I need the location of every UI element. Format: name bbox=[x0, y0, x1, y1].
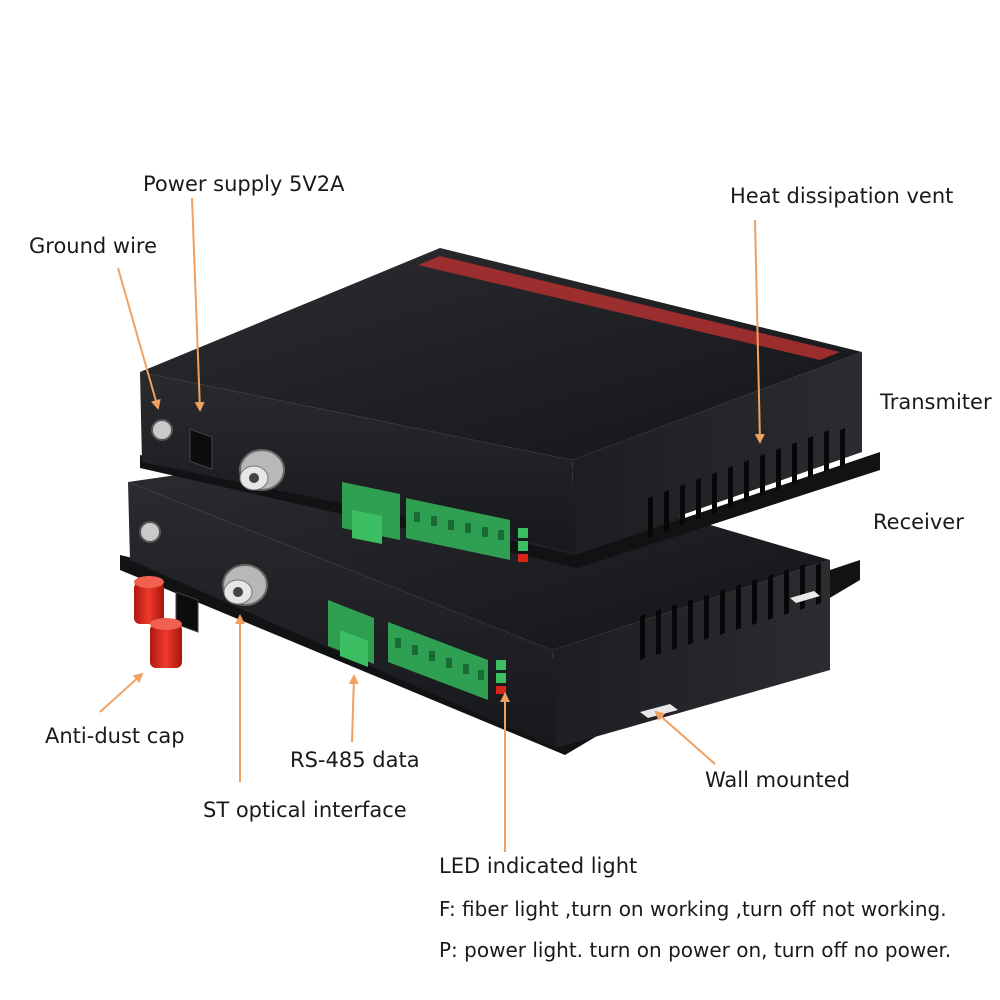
arrow-rs485 bbox=[348, 674, 359, 743]
transmitter-top-face bbox=[140, 248, 862, 460]
transmitter-top-stripe bbox=[418, 256, 840, 360]
transmitter-vent-slots bbox=[648, 428, 845, 538]
transmitter-power-jack bbox=[189, 428, 213, 470]
receiver-rs485-terminals bbox=[328, 600, 488, 700]
label-heat-vent: Heat dissipation vent bbox=[730, 184, 954, 208]
label-anti-dust-cap: Anti-dust cap bbox=[45, 724, 185, 748]
dust-cap-1 bbox=[134, 576, 164, 624]
arrow-ground-wire bbox=[117, 267, 161, 410]
label-st-optical: ST optical interface bbox=[203, 798, 407, 822]
transmitter-ground-screw bbox=[151, 419, 173, 441]
transmitter-st-connector bbox=[239, 449, 285, 491]
label-receiver: Receiver bbox=[873, 510, 964, 534]
label-transmitter: Transmiter bbox=[880, 390, 992, 414]
dust-cap-2 bbox=[150, 618, 182, 668]
label-ground-wire: Ground wire bbox=[29, 234, 158, 258]
receiver-st-connector bbox=[222, 564, 268, 606]
transmitter-front-panel bbox=[140, 372, 576, 552]
transmitter-led-cluster bbox=[518, 528, 528, 562]
note-fiber-light: F: fiber light ,turn on working ,turn of… bbox=[439, 897, 947, 921]
arrow-anti-dust-cap bbox=[99, 672, 144, 713]
label-rs485: RS-485 data bbox=[290, 748, 420, 772]
label-wall-mounted: Wall mounted bbox=[705, 768, 851, 792]
transmitter-side-panel bbox=[572, 352, 862, 552]
arrow-wall-mounted bbox=[654, 710, 716, 765]
receiver-led-cluster bbox=[496, 660, 506, 694]
callout-arrows bbox=[99, 197, 765, 852]
note-power-light: P: power light. turn on power on, turn o… bbox=[439, 938, 952, 962]
receiver-ground-screw bbox=[139, 521, 161, 543]
receiver-side-panel bbox=[552, 560, 830, 748]
arrow-heat-vent bbox=[754, 219, 765, 444]
label-power-supply: Power supply 5V2A bbox=[143, 172, 345, 196]
transmitter-unit bbox=[140, 248, 880, 568]
transmitter-rs485-terminals bbox=[342, 482, 510, 560]
dust-caps bbox=[134, 576, 182, 668]
receiver-power-jack bbox=[175, 591, 199, 633]
arrow-power-supply bbox=[191, 197, 205, 412]
label-led-light: LED indicated light bbox=[439, 854, 638, 878]
